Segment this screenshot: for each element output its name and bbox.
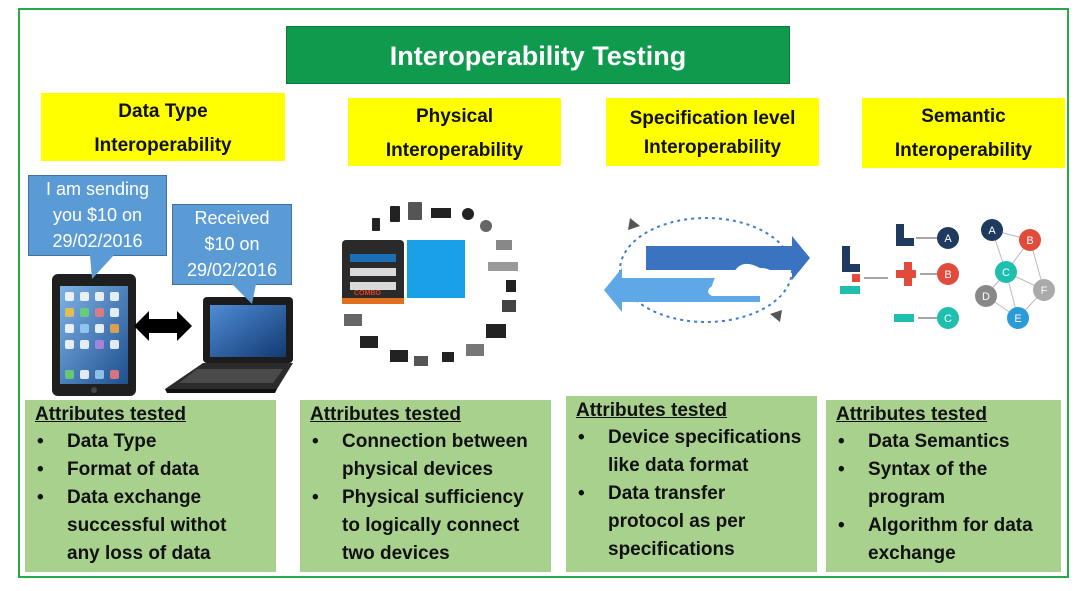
list-item: Syntax of the program (836, 456, 1053, 512)
bubble-line: I am sending (45, 179, 150, 199)
list-item: Connection between physical devices (310, 428, 543, 484)
item-text: any loss of data (67, 543, 211, 564)
outer-frame (18, 8, 1069, 578)
category-line: Interoperability (385, 140, 524, 161)
category-physical: Physical Interoperability (348, 98, 561, 166)
list-item: Device specifications like data format (576, 424, 809, 480)
list-item: Data Semantics (836, 428, 1053, 456)
speech-bubble-sending: I am sending you $10 on 29/02/2016 (28, 175, 167, 256)
double-arrow-icon (134, 311, 192, 341)
category-line: Interoperability (894, 140, 1033, 161)
list-item: Physical sufficiency to logically connec… (310, 484, 543, 568)
item-text: Format of data (67, 459, 199, 480)
node-label: F (1041, 285, 1048, 297)
laptop-icon (165, 297, 293, 393)
item-text: two devices (342, 543, 450, 564)
item-text: Data transfer (608, 483, 726, 504)
item-text: Algorithm for data (868, 515, 1033, 536)
attribute-list: Data Type Format of data Data exchange s… (35, 428, 268, 568)
category-semantic: Semantic Interoperability (862, 98, 1065, 168)
attribute-list: Data Semantics Syntax of the program Alg… (836, 428, 1053, 568)
category-line: Data Type (118, 101, 208, 122)
item-text: Data exchange (67, 487, 202, 508)
attributes-panel-specification: Attributes tested Device specifications … (566, 396, 817, 572)
bubble-line: Received (194, 208, 270, 228)
category-line: Semantic (921, 106, 1006, 127)
physical-devices-illustration: COMBO (338, 196, 528, 382)
item-text: Syntax of the (868, 459, 988, 480)
attributes-panel-semantic: Attributes tested Data Semantics Syntax … (826, 400, 1061, 572)
category-specification: Specification level Interoperability (606, 98, 819, 166)
list-item: Data exchange successful withot any loss… (35, 484, 268, 568)
item-text: exchange (868, 543, 956, 564)
item-text: Data Semantics (868, 431, 1010, 452)
list-item: Algorithm for data exchange (836, 512, 1053, 568)
item-text: successful withot (67, 515, 227, 536)
item-text: like data format (608, 455, 749, 476)
attributes-panel-data-type: Attributes tested Data Type Format of da… (25, 400, 276, 572)
category-line: Specification level (629, 108, 796, 129)
item-text: Data Type (67, 431, 157, 452)
bubble-line: $10 on (204, 234, 260, 254)
list-item: Format of data (35, 456, 268, 484)
bubble-line: 29/02/2016 (186, 260, 278, 280)
combo-label: COMBO (354, 290, 381, 297)
node-label: A (944, 233, 952, 245)
list-item: Data transfer protocol as per specificat… (576, 480, 809, 564)
bubble-tail (90, 255, 114, 279)
panel-heading: Attributes tested (310, 404, 461, 425)
category-line: Physical (415, 106, 494, 127)
item-text: specifications (608, 539, 735, 560)
panel-heading: Attributes tested (576, 400, 727, 421)
page-title: Interoperability Testing (286, 26, 790, 84)
category-line: Interoperability (94, 135, 232, 156)
node-label: C (1002, 267, 1010, 279)
bubble-line: 29/02/2016 (52, 231, 143, 251)
category-line: Interoperability (643, 137, 782, 158)
node-label: C (944, 313, 952, 325)
attribute-list: Connection between physical devices Phys… (310, 428, 543, 568)
tablet-icon (52, 274, 136, 396)
node-label: B (944, 269, 951, 281)
node-label: E (1014, 313, 1021, 325)
bubble-tail (232, 284, 256, 304)
item-text: physical devices (342, 459, 494, 480)
list-item: Data Type (35, 428, 268, 456)
attributes-panel-physical: Attributes tested Connection between phy… (300, 400, 551, 572)
item-text: Device specifications (608, 427, 802, 448)
node-label: B (1026, 235, 1033, 247)
sync-cloud-icon (604, 217, 810, 323)
item-text: Connection between (342, 431, 528, 452)
item-text: Physical sufficiency (342, 487, 524, 508)
item-text: protocol as per (608, 511, 746, 532)
item-text: program (868, 487, 946, 508)
speech-bubble-received: Received $10 on 29/02/2016 (172, 204, 292, 285)
attribute-list: Device specifications like data format D… (576, 424, 809, 564)
node-label: A (988, 225, 996, 237)
panel-heading: Attributes tested (836, 404, 987, 425)
semantic-graph-illustration: A B C A B C D E F (840, 219, 1055, 329)
category-data-type: Data Type Interoperability (41, 93, 285, 161)
node-label: D (982, 291, 990, 303)
item-text: to logically connect (342, 515, 520, 536)
panel-heading: Attributes tested (35, 404, 186, 425)
bubble-line: you $10 on (52, 205, 143, 225)
